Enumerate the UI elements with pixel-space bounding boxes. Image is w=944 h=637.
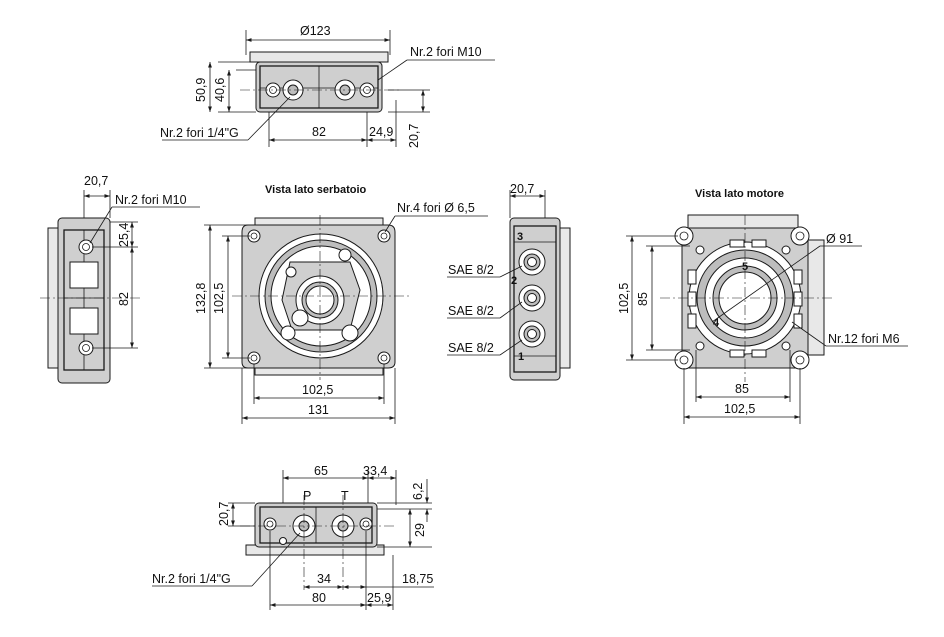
top-h-total: 50,9	[194, 78, 208, 102]
left-view: 20,7 Nr.2 fori M10 25,4 82	[40, 174, 200, 384]
bottom-w-65: 65	[314, 464, 328, 478]
bottom-h-207: 20,7	[217, 502, 231, 526]
top-h-body: 40,6	[213, 78, 227, 102]
motor-num-4: 4	[713, 317, 720, 329]
port-label-1: SAE 8/2	[448, 263, 494, 277]
top-w-offset: 24,9	[369, 125, 393, 139]
bottom-w-259: 25,9	[367, 591, 391, 605]
left-w-top: 20,7	[84, 174, 108, 188]
top-holes-m10-label: Nr.2 fori M10	[410, 45, 482, 59]
motor-view: Vista lato motore 5 4 Ø 91	[617, 188, 908, 424]
bottom-view: 65 33,4 P T 6,2 29 20,7 Nr.2 fori 1/4"G	[152, 464, 434, 610]
port-num-2: 2	[511, 275, 517, 287]
motor-w-outer: 102,5	[724, 402, 755, 416]
top-w-centers: 82	[312, 125, 326, 139]
tank-view: Vista lato serbatoio Nr.4 fori Ø 6,5 132…	[194, 184, 488, 424]
top-view: Ø123 50,9 40,6 Nr.2 fori M10 Nr.2 fori 1…	[160, 24, 495, 148]
motor-holes-label: Nr.12 fori M6	[828, 332, 900, 346]
motor-h-inner: 85	[636, 292, 650, 306]
port-label-3: SAE 8/2	[448, 341, 494, 355]
tank-holes-label: Nr.4 fori Ø 6,5	[397, 201, 475, 215]
motor-title: Vista lato motore	[695, 188, 784, 200]
bottom-label-t: T	[341, 489, 349, 503]
tank-w-inner: 102,5	[302, 383, 333, 397]
bottom-h-62: 6,2	[411, 483, 425, 500]
left-holes-m10: Nr.2 fori M10	[115, 193, 187, 207]
top-dia-label: Ø123	[300, 24, 331, 38]
side-port-view: 20,7 3 2 1 SAE 8/2 SAE 8/2 SAE 8/2	[447, 182, 571, 381]
motor-dia-label: Ø 91	[826, 232, 853, 246]
top-holes-g-label: Nr.2 fori 1/4"G	[160, 126, 239, 140]
motor-h-outer: 102,5	[617, 283, 631, 314]
bottom-w-1875: 18,75	[402, 572, 433, 586]
bottom-w-80: 80	[312, 591, 326, 605]
bottom-w-34: 34	[317, 572, 331, 586]
tank-h-inner: 102,5	[212, 283, 226, 314]
port-num-1: 1	[518, 351, 524, 363]
motor-w-inner: 85	[735, 382, 749, 396]
left-h-centers: 82	[117, 292, 131, 306]
bottom-holes-g: Nr.2 fori 1/4"G	[152, 572, 231, 586]
left-h-small: 25,4	[117, 223, 131, 247]
side-w-top: 20,7	[510, 182, 534, 196]
tank-w-outer: 131	[308, 403, 329, 417]
motor-num-5: 5	[742, 261, 748, 273]
tank-h-outer: 132,8	[194, 283, 208, 314]
port-num-3: 3	[517, 231, 523, 243]
bottom-h-29: 29	[413, 523, 427, 537]
top-h-port: 20,7	[407, 124, 421, 148]
tank-title: Vista lato serbatoio	[265, 184, 367, 196]
bottom-label-p: P	[303, 489, 311, 503]
bottom-w-334: 33,4	[363, 464, 387, 478]
port-label-2: SAE 8/2	[448, 304, 494, 318]
